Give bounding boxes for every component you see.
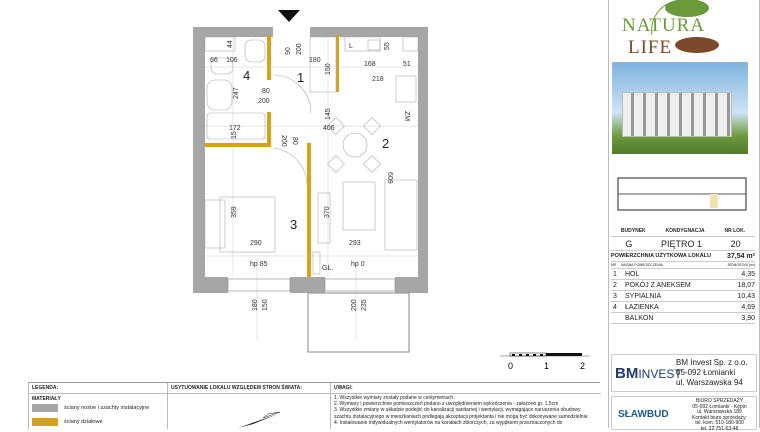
room-number: 1	[297, 70, 304, 85]
svg-text:180: 180	[309, 57, 321, 64]
svg-text:hp 0: hp 0	[351, 261, 365, 268]
svg-text:406: 406	[323, 125, 335, 132]
svg-text:200: 200	[280, 135, 287, 147]
svg-text:51: 51	[403, 61, 411, 68]
svg-text:370: 370	[324, 206, 331, 218]
dimension-labels: 44 106 66 90 200 180 150 L 55 168 51 218…	[210, 40, 411, 311]
svg-text:359: 359	[231, 206, 238, 218]
floor-plan: 1 2 3 4 44 106 66 90 200 180 150 L 55 16…	[193, 10, 590, 371]
svg-text:44: 44	[227, 40, 234, 48]
svg-text:2: 2	[580, 361, 585, 371]
svg-text:200: 200	[296, 43, 303, 55]
svg-text:0: 0	[508, 361, 513, 371]
svg-text:235: 235	[361, 299, 368, 311]
svg-text:180: 180	[252, 299, 259, 311]
svg-text:247: 247	[233, 87, 240, 99]
natura-life-logo: NATURA LIFE	[612, 0, 754, 58]
svg-text:168: 168	[364, 61, 376, 68]
legend-section: LEGENDA: MATERIAŁY ściany nośne i szacht…	[28, 382, 601, 429]
svg-text:15: 15	[231, 131, 238, 139]
svg-text:1: 1	[544, 361, 549, 371]
building-floor-plan-thumbnail	[617, 177, 747, 211]
svg-text:GŁ.: GŁ.	[322, 265, 333, 272]
building-photo	[612, 62, 748, 154]
svg-text:66: 66	[210, 57, 218, 64]
dimension-lines	[205, 37, 418, 340]
brand-name: LIFE	[628, 37, 673, 58]
svg-text:145: 145	[325, 108, 332, 120]
scale-bar: 0 1 2	[500, 352, 590, 371]
svg-text:200: 200	[258, 98, 270, 105]
bearing-walls	[193, 27, 428, 293]
svg-text:80: 80	[291, 137, 298, 145]
room-number: 4	[243, 68, 250, 83]
brand-name: NATURA	[622, 15, 705, 36]
windows	[227, 278, 396, 292]
svg-text:90: 90	[285, 47, 292, 55]
svg-text:hp 85: hp 85	[250, 261, 268, 268]
room-number: 3	[290, 217, 297, 232]
svg-text:200: 200	[351, 299, 358, 311]
svg-text:172: 172	[229, 125, 241, 132]
entrance-arrow-icon	[278, 10, 300, 22]
svg-text:55: 55	[384, 42, 391, 50]
compass-arrow-icon	[238, 411, 281, 428]
room-number: 2	[382, 136, 389, 151]
svg-text:290: 290	[250, 240, 262, 247]
developer-box: BMINVEST BM Invest Sp. z o.o.05-092 Łomi…	[611, 354, 757, 392]
svg-text:293: 293	[349, 240, 361, 247]
svg-text:218: 218	[372, 76, 384, 83]
svg-text:106: 106	[226, 57, 238, 64]
slawbud-logo: SŁAWBUD	[618, 409, 669, 420]
bminvest-logo: BMINVEST	[615, 365, 682, 382]
svg-text:150: 150	[262, 299, 269, 311]
svg-text:L: L	[349, 43, 353, 50]
svg-text:ZM: ZM	[403, 111, 410, 121]
balcony	[307, 292, 410, 353]
svg-text:80: 80	[262, 88, 270, 95]
partition-walls	[205, 35, 339, 277]
svg-text:609: 609	[386, 172, 393, 184]
svg-text:150: 150	[325, 63, 332, 75]
